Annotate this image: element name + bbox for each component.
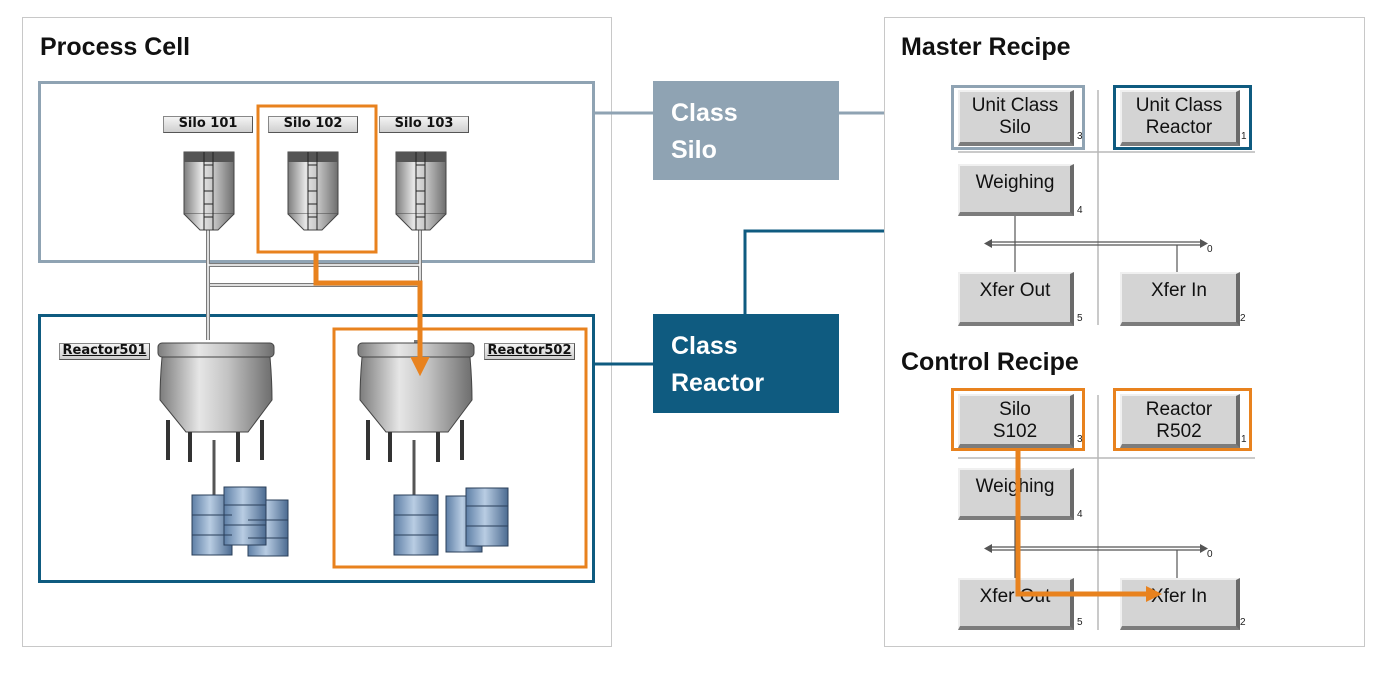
control-weighing-index: 4 xyxy=(1077,509,1083,520)
control-silo-line1: Silo xyxy=(999,399,1031,420)
class-silo-box: Class Silo xyxy=(653,81,839,180)
control-transition-index: 0 xyxy=(1207,549,1213,560)
silo-101-drawing xyxy=(183,151,235,231)
material-flow-arrow xyxy=(313,252,423,360)
class-reactor-box: Class Reactor xyxy=(653,314,839,413)
master-unit-silo-index: 3 xyxy=(1077,131,1083,142)
reactor-501-label: Reactor501 xyxy=(59,343,150,360)
silo-103-label: Silo 103 xyxy=(379,116,469,133)
class-reactor-line2: Reactor xyxy=(671,369,765,397)
master-unit-silo-line2: Silo xyxy=(999,117,1031,138)
master-xfer-in-button[interactable]: Xfer In xyxy=(1120,272,1240,326)
master-weighing-label: Weighing xyxy=(975,172,1055,193)
control-xfer-in-label: Xfer In xyxy=(1151,586,1207,607)
master-unit-silo-line1: Unit Class xyxy=(971,95,1059,116)
control-reactor-frame xyxy=(1113,388,1252,451)
silo-103-drawing xyxy=(395,151,447,231)
reactor-501-drawing xyxy=(157,342,289,557)
control-flow-arrow xyxy=(1015,451,1148,597)
master-weighing-index: 4 xyxy=(1077,205,1083,216)
master-weighing-button[interactable]: Weighing xyxy=(958,164,1074,216)
control-silo-index: 3 xyxy=(1077,434,1083,445)
control-reactor-line2: R502 xyxy=(1156,421,1202,442)
silo-102-label: Silo 102 xyxy=(268,116,358,133)
master-xfer-out-label: Xfer Out xyxy=(979,280,1051,301)
process-cell-title: Process Cell xyxy=(40,33,191,61)
master-unit-reactor-index: 1 xyxy=(1241,131,1247,142)
master-xfer-out-index: 5 xyxy=(1077,313,1083,324)
master-unit-silo-frame xyxy=(951,85,1085,150)
master-recipe-title: Master Recipe xyxy=(901,33,1071,61)
control-silo-s102-button[interactable]: Silo S102 xyxy=(958,394,1074,448)
control-weighing-label: Weighing xyxy=(975,476,1055,497)
master-transition-index: 0 xyxy=(1207,244,1213,255)
class-silo-line2: Silo xyxy=(671,136,717,164)
master-xfer-in-index: 2 xyxy=(1240,313,1246,324)
control-recipe-title: Control Recipe xyxy=(901,348,1079,376)
control-xfer-out-label: Xfer Out xyxy=(979,586,1051,607)
master-xfer-in-label: Xfer In xyxy=(1151,280,1207,301)
master-xfer-out-button[interactable]: Xfer Out xyxy=(958,272,1074,326)
master-unit-reactor-line1: Unit Class xyxy=(1135,95,1223,116)
reactor-area-frame xyxy=(38,314,595,583)
control-silo-frame xyxy=(951,388,1085,451)
class-silo-line1: Class xyxy=(671,99,738,127)
control-reactor-line1: Reactor xyxy=(1145,399,1213,420)
reactor-502-drawing xyxy=(357,342,509,556)
master-unit-reactor-line2: Reactor xyxy=(1145,117,1213,138)
control-silo-line2: S102 xyxy=(992,421,1038,442)
silo-102-drawing xyxy=(287,151,339,231)
silo-101-label: Silo 101 xyxy=(163,116,253,133)
master-unit-class-silo-button[interactable]: Unit Class Silo xyxy=(958,90,1074,146)
control-reactor-r502-button[interactable]: Reactor R502 xyxy=(1120,394,1240,448)
control-xfer-out-index: 5 xyxy=(1077,617,1083,628)
reactor-502-highlight xyxy=(332,327,588,569)
control-xfer-in-index: 2 xyxy=(1240,617,1246,628)
reactor-502-label: Reactor502 xyxy=(484,343,575,360)
class-reactor-line1: Class xyxy=(671,332,738,360)
master-unit-class-reactor-button[interactable]: Unit Class Reactor xyxy=(1120,90,1240,146)
master-unit-reactor-frame xyxy=(1113,85,1252,150)
control-xfer-in-button[interactable]: Xfer In xyxy=(1120,578,1240,630)
control-reactor-index: 1 xyxy=(1241,434,1247,445)
